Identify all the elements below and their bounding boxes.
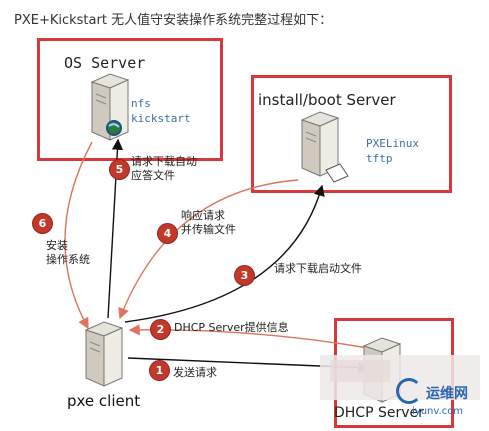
os-service-nfs: nfs (131, 97, 151, 110)
step-6-text: 安装 操作系统 (46, 239, 90, 266)
boot-service-pxelinux: PXELinux (366, 137, 419, 150)
step-4-text: 响应请求 并传输文件 (181, 209, 236, 236)
os-server-label: OS Server (64, 54, 146, 72)
boot-service-tftp: tftp (366, 152, 393, 165)
watermark-text: 运维网 (426, 386, 468, 402)
blur-overlay-2 (330, 360, 390, 382)
step-1-badge: 1 (150, 361, 169, 380)
os-server-icon (90, 73, 130, 141)
arrow-step-4 (118, 179, 299, 320)
arrow-step-3 (124, 184, 325, 323)
step-6-badge: 6 (33, 214, 52, 233)
step-2-badge: 2 (151, 320, 170, 339)
step-3-badge: 3 (235, 266, 254, 285)
pxe-client-label: pxe client (67, 392, 141, 410)
os-server-box (37, 38, 223, 161)
step-5-badge: 5 (110, 160, 129, 179)
boot-server-icon (300, 111, 349, 183)
boot-server-label: install/boot Server (258, 91, 396, 109)
step-4-badge: 4 (158, 224, 177, 243)
step-2-text: DHCP Server提供信息 (174, 321, 289, 334)
step-3-text: 请求下载启动文件 (274, 262, 362, 275)
arrow-step-6 (64, 141, 93, 330)
page-title: PXE+Kickstart 无人值守安装操作系统完整过程如下： (14, 13, 333, 28)
step-5-text: 请求下载自动 应答文件 (131, 155, 197, 182)
pxe-client-icon (84, 321, 124, 387)
os-service-kickstart: kickstart (131, 112, 191, 125)
dhcp-server-label: DHCP Server (334, 405, 424, 421)
boot-server-box (251, 75, 452, 193)
watermark-url: iyunv.com (412, 406, 464, 417)
watermark-logo (396, 378, 422, 404)
step-1-text: 发送请求 (173, 366, 217, 379)
